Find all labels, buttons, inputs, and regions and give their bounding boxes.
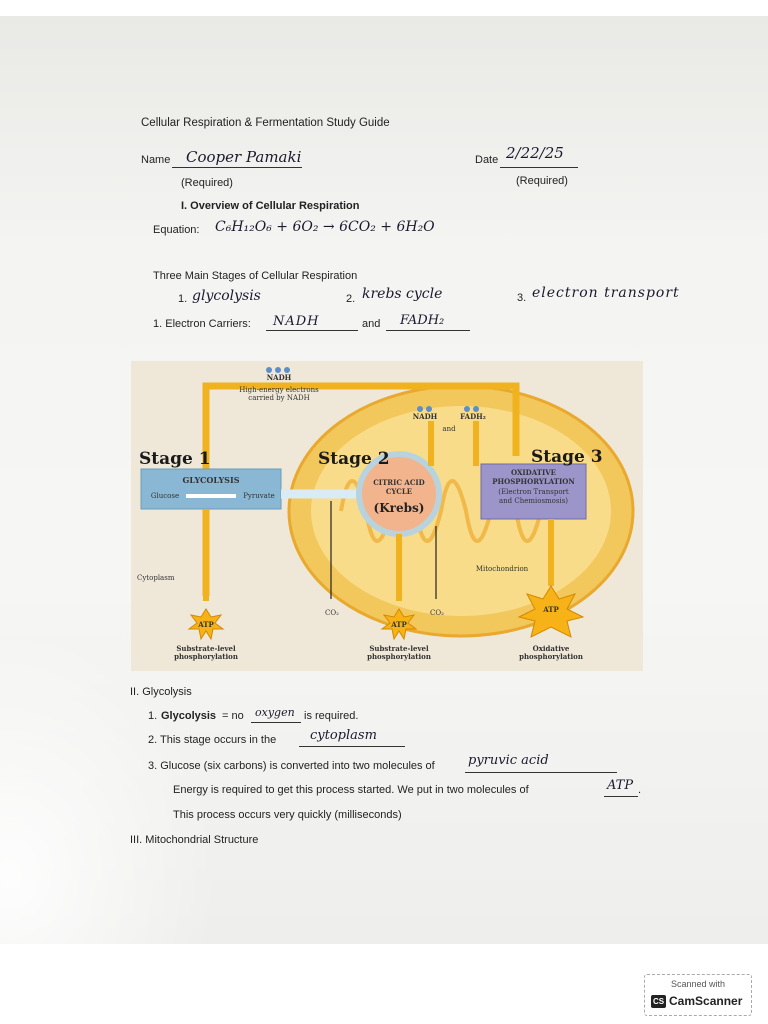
diagram-graphics [140,367,635,641]
date-label: Date [475,154,499,166]
q3-answer: pyruvic acid [468,753,549,768]
nadh-dot-icon [266,367,272,373]
q3-underline [465,772,617,773]
oxidative-phos-a: Oxidative [532,644,570,653]
q2-text: 2. This stage occurs in the [148,734,277,746]
date-underline [500,167,578,168]
name-answer: Cooper Pamaki [186,148,302,166]
nadh-mid-label: NADH [412,412,438,421]
cycle-label: CYCLE [385,487,413,496]
date-answer: 2/22/25 [506,144,564,162]
stage2-number: 2. [346,293,356,305]
energy-text: Energy is required to get this process s… [173,784,529,796]
glucose-label: Glucose [150,492,180,500]
glycolysis-box [140,468,282,510]
oxphos-label-4: and Chemiosmosis) [498,497,569,505]
q1-number: 1. [148,710,158,722]
cristae [339,479,568,543]
substrate-level-2a: Substrate-level [369,644,429,653]
name-required-note: (Required) [181,177,233,189]
atp-burst-2 [380,608,418,641]
atp-burst-3 [517,585,585,638]
energy-answer: ATP [607,778,634,793]
stage2-answer: krebs cycle [362,286,443,302]
nadh-top-label: NADH [266,373,292,382]
substrate-level-1a: Substrate-level [176,644,236,653]
oxphos-label-3: (Electron Transport [498,488,569,496]
carriers-and: and [362,318,381,330]
energy-underline [604,796,638,797]
camscanner-logo-icon: CS [651,995,666,1008]
cytoplasm-label: Cytoplasm [137,574,175,582]
section-heading-overview: I. Overview of Cellular Respiration [181,200,360,212]
q1-answer: oxygen [255,706,295,719]
carrier1-underline [266,330,358,331]
atp-label-2: ATP [391,620,407,629]
oxphos-label-2: PHOSPHORYLATION [492,477,575,486]
carrier2-underline [386,330,470,331]
q1-mid-text: = no [222,710,244,722]
section-heading-glycolysis: II. Glycolysis [130,686,192,698]
q2-underline [299,746,405,747]
fadh-dot-icon [473,406,479,412]
stage2-label: Stage 2 [318,449,390,469]
stages-heading: Three Main Stages of Cellular Respiratio… [153,270,358,282]
speed-text: This process occurs very quickly (millis… [173,809,402,821]
equation-answer: C₆H₁₂O₆ + 6O₂ → 6CO₂ + 6H₂O [215,219,435,235]
q3-text: 3. Glucose (six carbons) is converted in… [148,760,435,772]
camscanner-brand: CamScanner [669,994,743,1008]
nadh-dot-icon [426,406,432,412]
substrate-level-2b: phosphorylation [367,652,431,661]
stage1-number: 1. [178,293,188,305]
substrate-level-1b: phosphorylation [174,652,238,661]
stage3-label: Stage 3 [531,447,603,467]
scanned-with-text: Scanned with [670,979,726,989]
q1-suffix: is required. [304,710,359,722]
stage3-number: 3. [517,292,527,304]
nadh-dot-icon [417,406,423,412]
nadh-dot-icon [284,367,290,373]
equation-label: Equation: [153,224,200,236]
nadh-top-caption: High-energy electrons carried by NADH [239,386,319,402]
scanned-page: Cellular Respiration & Fermentation Stud… [0,16,768,944]
citric-acid-label: CITRIC ACID [373,478,425,487]
fadh2-label: FADH₂ [460,412,486,421]
name-underline [172,167,302,168]
atp-label-1: ATP [198,620,214,629]
stage1-answer: glycolysis [192,288,261,304]
q2-answer: cytoplasm [310,728,377,743]
nadh-dot-icon [275,367,281,373]
camscanner-watermark: Scanned with CS CamScanner [644,974,752,1016]
co2-label-1: CO₂ [325,609,339,617]
fadh-dot-icon [464,406,470,412]
page-title: Cellular Respiration & Fermentation Stud… [141,117,390,129]
cellular-respiration-diagram: NADH High-energy electrons carried by NA… [131,361,643,671]
glycolysis-label: GLYCOLYSIS [182,475,240,485]
stage3-answer: electron transport [532,285,680,301]
section-heading-mitochondria: III. Mitochondrial Structure [130,834,259,846]
krebs-label: (Krebs) [373,501,425,515]
stage1-label: Stage 1 [139,449,211,469]
and-label: and [442,425,456,433]
carrier2-answer: FADH₂ [400,313,445,328]
mitochondrion-label: Mitochondrion [475,565,529,573]
electron-carriers-label: 1. Electron Carriers: [153,318,251,330]
q1-underline [251,722,301,723]
oxphos-box [480,463,587,520]
atp-label-3: ATP [543,605,559,614]
name-label: Name [141,154,171,166]
energy-period: . [638,784,642,796]
co2-label-2: CO₂ [430,609,444,617]
q1-bold-term: Glycolysis [161,710,217,722]
oxidative-phos-b: phosphorylation [519,652,583,661]
atp-burst-1 [187,608,225,641]
carrier1-answer: NADH [273,314,320,329]
pyruvate-label: Pyruvate [243,492,275,500]
oxphos-label-1: OXIDATIVE [510,468,557,477]
date-required-note: (Required) [516,175,568,187]
